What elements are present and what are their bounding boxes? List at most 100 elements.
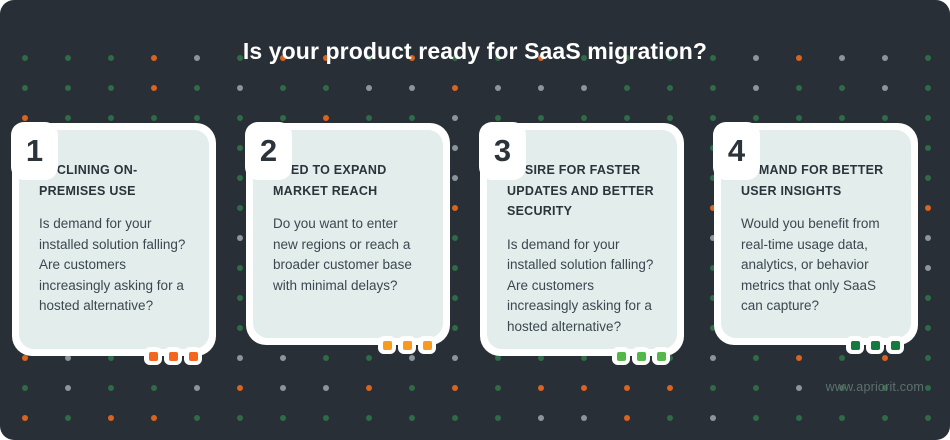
card-marker: [144, 347, 162, 365]
decorative-dot: [452, 175, 458, 181]
decorative-dot: [581, 385, 587, 391]
site-url: www.apriorit.com: [825, 380, 924, 394]
decorative-dot: [409, 385, 415, 391]
decorative-dot: [452, 205, 458, 211]
decorative-dot: [495, 415, 501, 421]
card-marker-square: [890, 340, 900, 350]
decorative-dot: [452, 265, 458, 271]
card-body-text: Would you benefit from real-time usage d…: [741, 216, 880, 314]
decorative-dot: [22, 415, 28, 421]
decorative-dot: [882, 415, 888, 421]
decorative-dot: [194, 415, 200, 421]
decorative-dot: [925, 265, 931, 271]
decorative-dot: [237, 385, 243, 391]
card-marker-square: [188, 351, 198, 361]
decorative-dot: [452, 85, 458, 91]
decorative-dot: [65, 115, 71, 121]
card-marker: [184, 347, 202, 365]
decorative-dot: [753, 115, 759, 121]
decorative-dot: [667, 415, 673, 421]
decorative-dot: [796, 355, 802, 361]
decorative-dot: [495, 385, 501, 391]
decorative-dot: [280, 385, 286, 391]
decorative-dot: [237, 295, 243, 301]
card-marker-square: [656, 351, 666, 361]
decorative-dot: [925, 295, 931, 301]
decorative-dot: [667, 85, 673, 91]
card-marker: [632, 347, 650, 365]
decorative-dot: [323, 85, 329, 91]
decorative-dot: [280, 115, 286, 121]
decorative-dot: [452, 235, 458, 241]
card-marker: [164, 347, 182, 365]
decorative-dot: [753, 355, 759, 361]
decorative-dot: [280, 355, 286, 361]
decorative-dot: [151, 115, 157, 121]
decorative-dot: [538, 85, 544, 91]
decorative-dot: [366, 115, 372, 121]
decorative-dot: [108, 115, 114, 121]
decorative-dot: [237, 145, 243, 151]
decorative-dot: [624, 415, 630, 421]
card-number-badge: 3: [479, 122, 526, 180]
card-marker-square: [148, 351, 158, 361]
decorative-dot: [667, 115, 673, 121]
decorative-dot: [581, 115, 587, 121]
decorative-dot: [409, 85, 415, 91]
decorative-dot: [366, 85, 372, 91]
decorative-dot: [280, 85, 286, 91]
decorative-dot: [65, 415, 71, 421]
card-marker: [398, 336, 416, 354]
decorative-dot: [538, 115, 544, 121]
card-marker-square: [616, 351, 626, 361]
decorative-dot: [796, 385, 802, 391]
decorative-dot: [452, 325, 458, 331]
card-marker: [886, 336, 904, 354]
decorative-dot: [151, 85, 157, 91]
decorative-dot: [925, 85, 931, 91]
decorative-dot: [710, 115, 716, 121]
decorative-dot: [108, 85, 114, 91]
decorative-dot: [581, 415, 587, 421]
decorative-dot: [925, 115, 931, 121]
decorative-dot: [710, 85, 716, 91]
decorative-dot: [237, 85, 243, 91]
decorative-dot: [323, 385, 329, 391]
decorative-dot: [925, 235, 931, 241]
card-marker-group: [144, 347, 202, 365]
decorative-dot: [495, 115, 501, 121]
decorative-dot: [710, 355, 716, 361]
decorative-dot: [237, 265, 243, 271]
decorative-dot: [237, 325, 243, 331]
decorative-dot: [409, 115, 415, 121]
decorative-dot: [108, 415, 114, 421]
decorative-dot: [237, 415, 243, 421]
page-title: Is your product ready for SaaS migration…: [242, 38, 708, 64]
card-marker: [612, 347, 630, 365]
decorative-dot: [882, 115, 888, 121]
decorative-dot: [409, 415, 415, 421]
decorative-dot: [22, 385, 28, 391]
decorative-dot: [237, 205, 243, 211]
decorative-dot: [452, 415, 458, 421]
card-marker-square: [382, 340, 392, 350]
decorative-dot: [22, 85, 28, 91]
decorative-dot: [925, 415, 931, 421]
card-heading: DESIRE FOR FASTER UPDATES AND BETTER SEC…: [507, 163, 654, 219]
decorative-dot: [237, 115, 243, 121]
decorative-dot: [65, 85, 71, 91]
card-marker-group: [378, 336, 436, 354]
decorative-dot: [753, 385, 759, 391]
decorative-dot: [925, 205, 931, 211]
decorative-dot: [710, 385, 716, 391]
decorative-dot: [409, 355, 415, 361]
decorative-dot: [323, 115, 329, 121]
card-number-badge: 4: [713, 122, 760, 180]
decorative-dot: [323, 355, 329, 361]
decorative-dot: [108, 385, 114, 391]
card-marker-square: [850, 340, 860, 350]
decorative-dot: [839, 85, 845, 91]
card-heading: NEED TO EXPAND MARKET REACH: [273, 163, 387, 198]
decorative-dot: [624, 115, 630, 121]
